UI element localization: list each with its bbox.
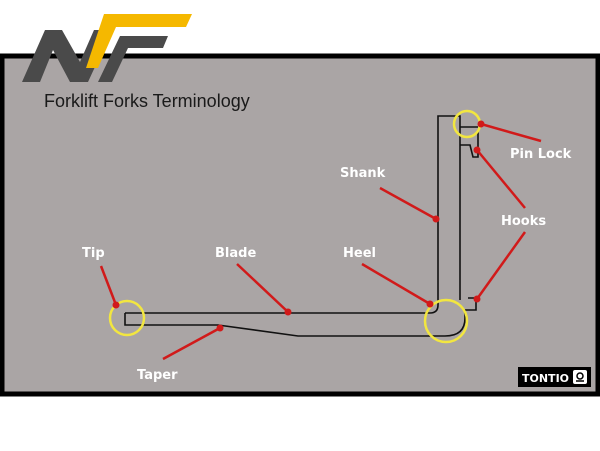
- ntf-logo: [22, 14, 192, 82]
- svg-text:TONTIO: TONTIO: [522, 372, 569, 385]
- page-title: Forklift Forks Terminology: [44, 91, 250, 111]
- heel-highlight: [423, 298, 469, 344]
- tontio-watermark: TONTIO: [518, 367, 591, 387]
- pointer-lines: [99, 120, 542, 361]
- tip-highlight: [108, 299, 146, 337]
- label-heel: Heel: [343, 246, 376, 261]
- label-shank: Shank: [340, 166, 386, 181]
- label-taper: Taper: [137, 368, 178, 383]
- diagram-panel: [0, 53, 600, 397]
- label-hooks: Hooks: [501, 214, 546, 229]
- label-blade: Blade: [215, 246, 256, 261]
- label-tip: Tip: [82, 246, 105, 261]
- label-pin-lock: Pin Lock: [510, 147, 572, 162]
